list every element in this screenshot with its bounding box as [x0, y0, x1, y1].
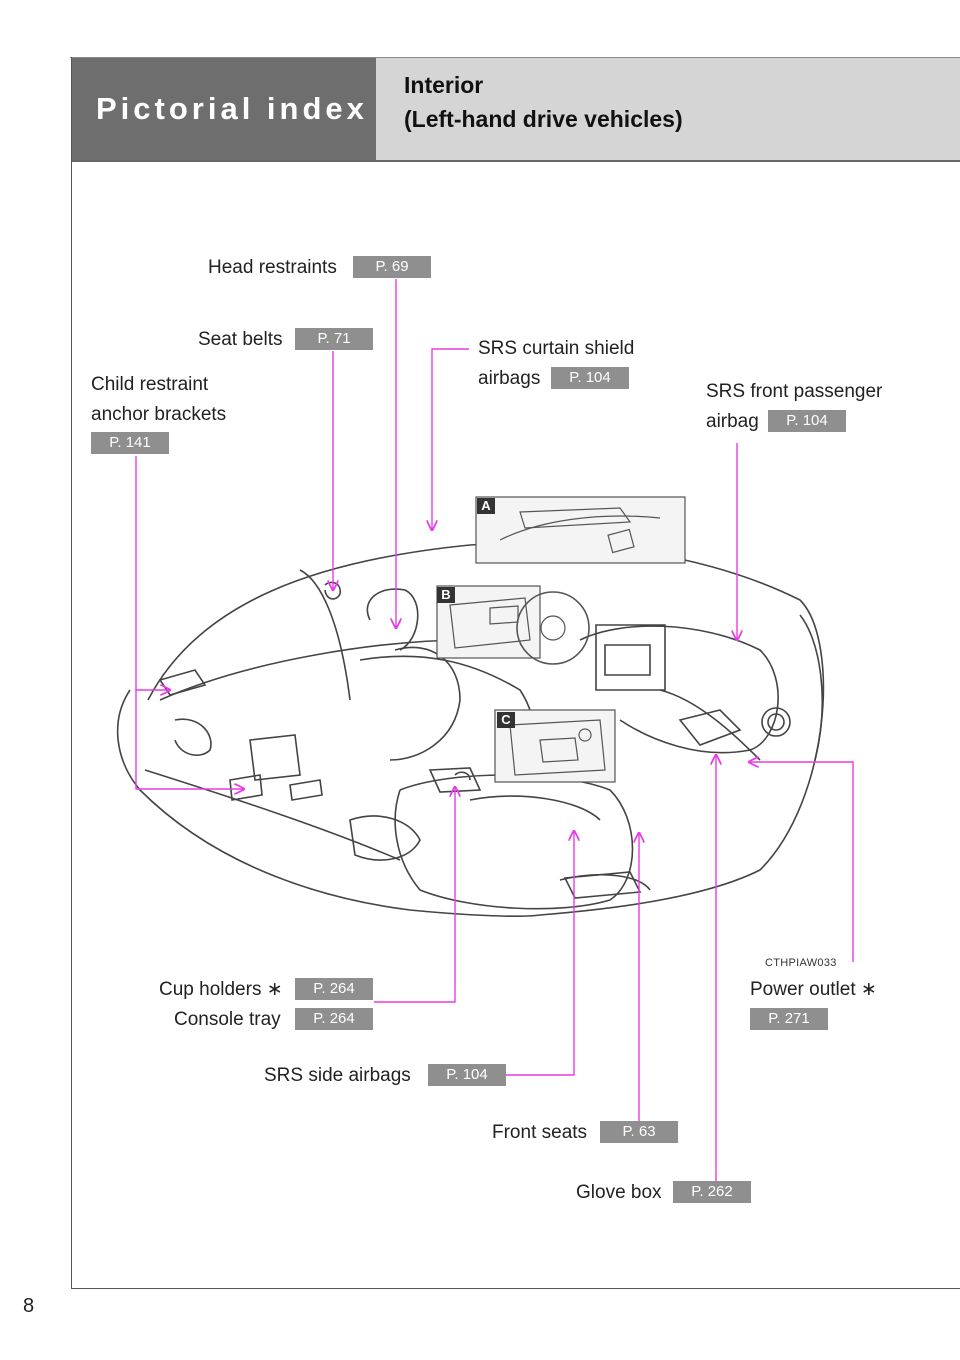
page-subtitle: (Left-hand drive vehicles): [404, 106, 683, 132]
cup-holders-label: Cup holders ∗: [159, 979, 283, 1000]
curtain-airbags-label-line2: airbags: [478, 368, 541, 389]
inset-a: [475, 496, 686, 564]
glove-box-page-ref[interactable]: P. 262: [673, 1181, 751, 1203]
frame-bottom-rule: [71, 1288, 960, 1289]
front-seats-label: Front seats: [492, 1122, 588, 1143]
child-restraint-label-line2: anchor brackets: [91, 404, 227, 425]
glove-box-label: Glove box: [576, 1182, 662, 1203]
child-restraint-label-line1: Child restraint: [91, 374, 209, 395]
page-number: 8: [23, 1295, 35, 1317]
head-restraints-label: Head restraints: [208, 257, 337, 278]
inset-b: [436, 585, 590, 665]
seat-belts-label: Seat belts: [198, 329, 283, 350]
head-restraints-page-ref[interactable]: P. 69: [353, 256, 431, 278]
header-divider: [72, 160, 960, 162]
child-restraint-page-ref[interactable]: P. 141: [91, 432, 169, 454]
seat-belts-page-ref[interactable]: P. 71: [295, 328, 373, 350]
power-outlet-page-ref[interactable]: P. 271: [750, 1008, 828, 1030]
front-passenger-airbag-page-ref[interactable]: P. 104: [768, 410, 846, 432]
page-title: Interior: [404, 72, 484, 98]
console-tray-page-ref[interactable]: P. 264: [295, 1008, 373, 1030]
frame-left-rule: [71, 57, 72, 1289]
page-title-banner: Interior (Left-hand drive vehicles): [376, 58, 960, 160]
power-outlet-label: Power outlet ∗: [750, 979, 877, 1000]
leader-lines: [135, 279, 854, 1192]
side-airbags-page-ref[interactable]: P. 104: [428, 1064, 506, 1086]
console-tray-label: Console tray: [174, 1009, 281, 1030]
front-passenger-airbag-label-line2: airbag: [706, 411, 759, 432]
curtain-airbags-page-ref[interactable]: P. 104: [551, 367, 629, 389]
inset-b-label: B: [437, 587, 455, 603]
inset-c: [494, 709, 616, 783]
cup-holders-page-ref[interactable]: P. 264: [295, 978, 373, 1000]
front-seats-page-ref[interactable]: P. 63: [600, 1121, 678, 1143]
section-banner: Pictorial index: [72, 58, 376, 160]
section-title: Pictorial index: [96, 91, 368, 126]
front-passenger-airbag-label-line1: SRS front passenger: [706, 381, 883, 402]
inset-a-label: A: [477, 498, 495, 514]
figure-code: CTHPIAW033: [765, 957, 837, 969]
side-airbags-label: SRS side airbags: [264, 1065, 411, 1086]
curtain-airbags-label-line1: SRS curtain shield: [478, 338, 635, 359]
inset-c-label: C: [497, 712, 515, 728]
frame-top-rule: [70, 57, 960, 58]
